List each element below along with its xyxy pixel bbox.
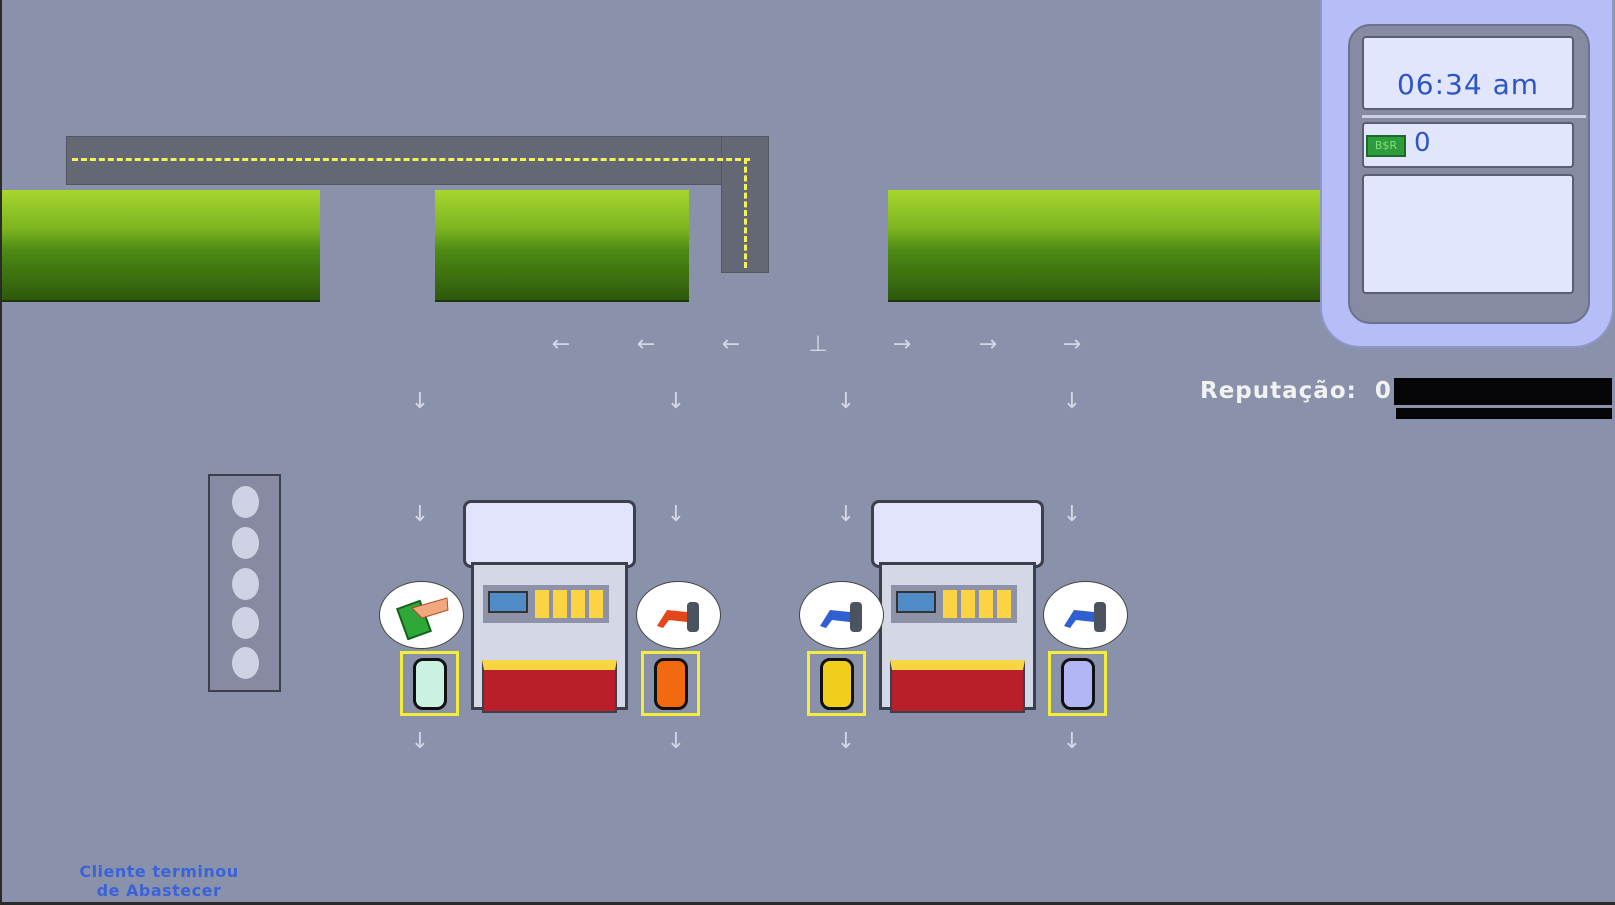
status-message: Cliente terminou de Abastecer [59, 862, 259, 900]
queue-slot [232, 527, 259, 559]
status-line: Cliente terminou [79, 862, 239, 881]
status-line: de Abastecer [96, 881, 222, 900]
arrow-left-icon: ← [551, 332, 571, 357]
fuel-nozzle-icon [819, 602, 862, 632]
arrow-down-icon: ↓ [1062, 389, 1082, 414]
arrow-left-icon: ← [636, 332, 656, 357]
fuel-nozzle-icon [656, 602, 699, 632]
car-slot[interactable] [641, 651, 700, 716]
queue-slot [232, 647, 259, 679]
fuel-pump[interactable] [463, 500, 636, 713]
reputation-bar-secondary [1396, 408, 1612, 419]
clock: 06:34 am [1362, 36, 1574, 110]
arrow-down-icon: ↓ [836, 729, 856, 754]
fuel-request-bubble[interactable] [636, 581, 721, 649]
arrow-down-icon: ↓ [410, 729, 430, 754]
car[interactable] [819, 657, 854, 710]
divider [1362, 115, 1586, 118]
arrow-down-icon: ↓ [666, 502, 686, 527]
payment-request-bubble[interactable] [379, 581, 464, 649]
fuel-nozzle-icon [1063, 602, 1106, 632]
reputation-value: 0 [1374, 378, 1392, 404]
car-slot[interactable] [400, 651, 459, 716]
money-bill-icon: B$R [1366, 135, 1406, 157]
queue-slot [232, 568, 259, 600]
fuel-request-bubble[interactable] [1043, 581, 1128, 649]
money-value: 0 [1414, 128, 1431, 158]
arrow-down-icon: ↓ [1062, 502, 1082, 527]
arrow-down-icon: ↓ [666, 389, 686, 414]
car-slot[interactable] [807, 651, 866, 716]
hedge [888, 190, 1320, 302]
arrow-down-icon: ↓ [410, 502, 430, 527]
info-slot [1362, 174, 1574, 294]
car-slot[interactable] [1048, 651, 1107, 716]
road-lane-marking [72, 158, 750, 161]
hedge [435, 190, 689, 302]
arrow-down-icon: ↓ [836, 502, 856, 527]
arrow-down-icon: ↓ [410, 389, 430, 414]
fuel-pump[interactable] [871, 500, 1044, 713]
queue-slot [232, 486, 259, 518]
arrow-down-icon: ↓ [666, 729, 686, 754]
fuel-request-bubble[interactable] [799, 581, 884, 649]
arrow-down-icon: ↓ [836, 389, 856, 414]
arrow-split-icon: ⊥ [808, 332, 828, 357]
arrow-right-icon: → [978, 332, 998, 357]
arrow-right-icon: → [1062, 332, 1082, 357]
reputation-bar [1394, 378, 1612, 405]
car[interactable] [412, 657, 447, 710]
car[interactable] [653, 657, 688, 710]
road-lane-marking [744, 158, 747, 268]
car[interactable] [1060, 657, 1095, 710]
arrow-left-icon: ← [721, 332, 741, 357]
money-display: B$R 0 [1362, 122, 1574, 168]
reputation-label: Reputação: 0 [1200, 378, 1392, 404]
hedge [2, 190, 320, 302]
arrow-down-icon: ↓ [1062, 729, 1082, 754]
arrow-right-icon: → [892, 332, 912, 357]
hud-panel: 06:34 am B$R 0 [1320, 0, 1614, 348]
queue-slot [232, 607, 259, 639]
cash-payment-icon [395, 597, 449, 640]
customer-queue [208, 474, 281, 692]
